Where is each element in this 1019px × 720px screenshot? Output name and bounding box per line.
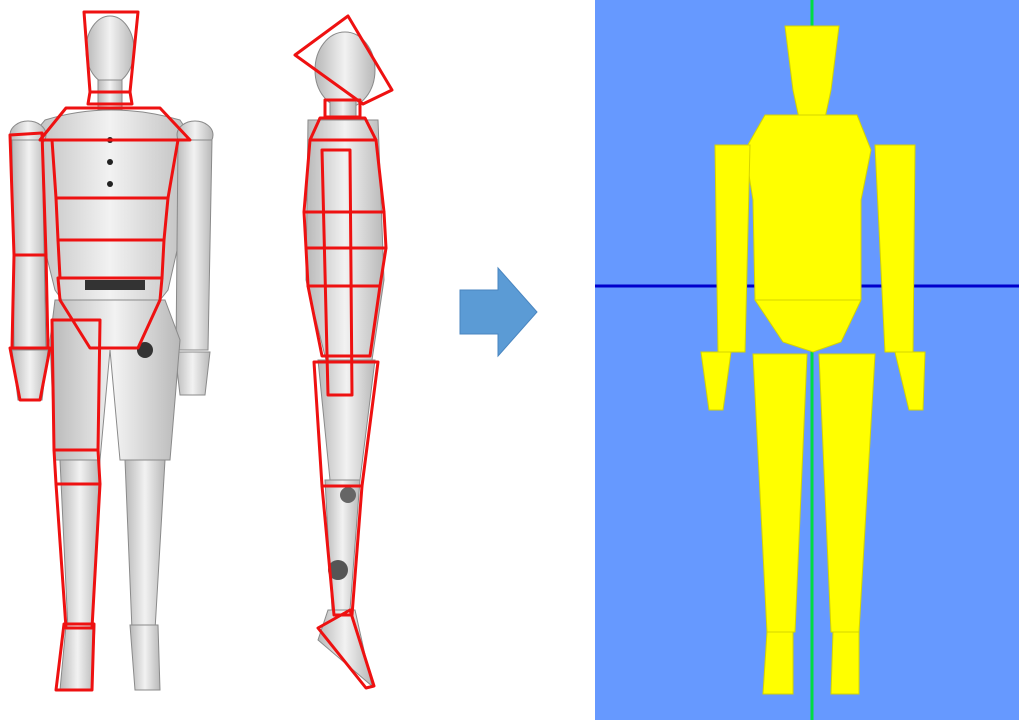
model-left-foot [763, 632, 793, 694]
model-torso [745, 115, 871, 300]
segmented-dummy-panel [0, 0, 595, 720]
dummy-front-view [10, 16, 213, 690]
model-viewport [595, 0, 1019, 720]
model-left-upper-arm [715, 145, 750, 352]
segmented-dummy-drawing [0, 0, 595, 720]
model-viewport-canvas [595, 0, 1019, 720]
model-right-foot [831, 632, 859, 694]
right-arrow-icon [460, 268, 537, 356]
